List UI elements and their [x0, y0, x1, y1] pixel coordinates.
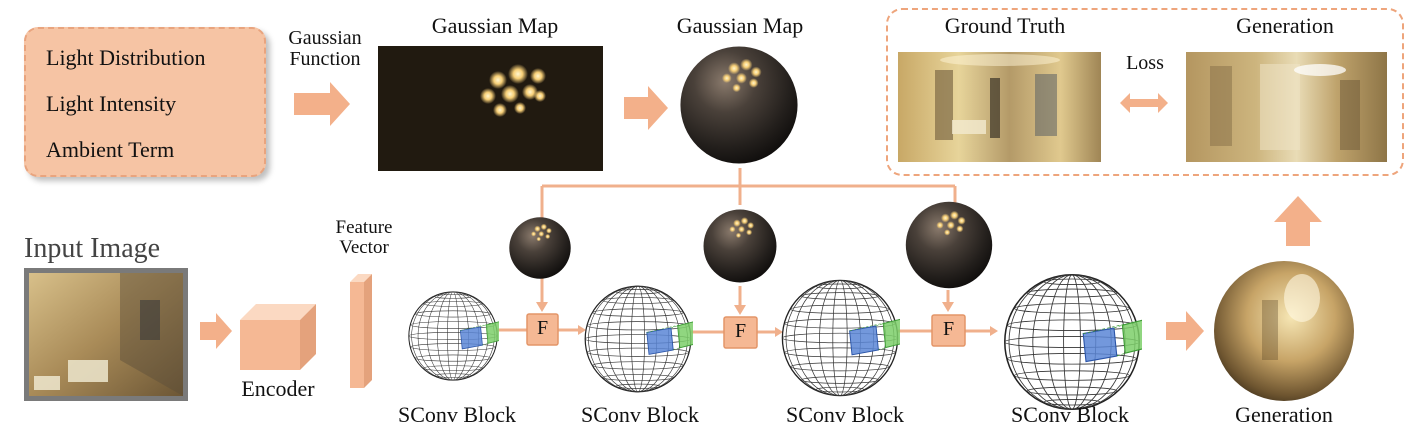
fusion-lines [482, 168, 990, 334]
param-light-intensity: Light Intensity [46, 91, 177, 116]
wireframe-sphere-icon [1004, 274, 1142, 410]
wireframe-sphere-icon [584, 285, 693, 393]
dark-sphere-icon [905, 201, 993, 289]
right-arrow-icon [624, 86, 668, 130]
feature-vector-icon [350, 274, 372, 388]
feature-vector-line-1: Feature [335, 217, 393, 238]
down-arrow-icon [734, 305, 746, 315]
generation-image [1186, 52, 1387, 162]
sconv-block-label-4: SConv Block [1011, 402, 1129, 427]
gaussian-sphere-icon [680, 46, 798, 164]
up-arrow-icon [1274, 196, 1322, 246]
gaussian-map-flat-label: Gaussian Map [431, 13, 559, 38]
down-arrow-icon [536, 302, 548, 312]
generation-top-label: Generation [1236, 13, 1334, 38]
loss-label: Loss [1126, 52, 1164, 74]
gaussian-function-label: Gaussian Function [270, 28, 380, 70]
right-arrow-icon [1166, 311, 1204, 351]
param-light-distribution: Light Distribution [46, 45, 206, 70]
encoder-label: Encoder [241, 376, 315, 401]
input-image [24, 268, 188, 401]
dark-sphere-icon [509, 217, 571, 279]
ground-truth-label: Ground Truth [944, 13, 1066, 38]
sconv-block-label-3: SConv Block [786, 402, 904, 427]
down-arrow-icon [942, 302, 954, 312]
right-arrow-icon [990, 326, 998, 336]
input-image-label: Input Image [24, 233, 161, 264]
dark-sphere-icon [703, 209, 777, 283]
encoder-cube-icon [240, 304, 316, 370]
right-arrow-icon [294, 82, 350, 126]
gaussian-function-line-1: Gaussian [288, 27, 362, 49]
golden-sphere-icon [1214, 261, 1354, 401]
light-parameters-box: Light Distribution Light Intensity Ambie… [24, 27, 266, 177]
right-arrow-icon [775, 327, 783, 337]
fusion-label-2: F [734, 320, 747, 342]
generation-bottom-label: Generation [1235, 402, 1333, 427]
feature-vector-line-2: Vector [339, 236, 389, 258]
fusion-label-3: F [942, 318, 955, 340]
right-arrow-icon [200, 313, 232, 349]
param-ambient-term: Ambient Term [46, 137, 175, 162]
gaussian-map-sphere-label: Gaussian Map [676, 13, 804, 38]
ground-truth-image [898, 52, 1101, 162]
right-arrow-icon [578, 325, 586, 335]
sconv-block-label-1: SConv Block [398, 402, 516, 427]
sconv-block-label-2: SConv Block [581, 402, 699, 427]
fusion-label-1: F [536, 317, 549, 339]
double-arrow-icon [1120, 93, 1168, 113]
feature-vector-label: Feature Vector [314, 218, 414, 258]
gaussian-map-image [378, 46, 603, 171]
wireframe-sphere-icon [781, 279, 900, 397]
gaussian-function-line-2: Function [289, 48, 361, 70]
loss-comparison-box [886, 8, 1404, 176]
wireframe-sphere-icon [408, 291, 499, 381]
fusion-boxes [526, 313, 966, 349]
